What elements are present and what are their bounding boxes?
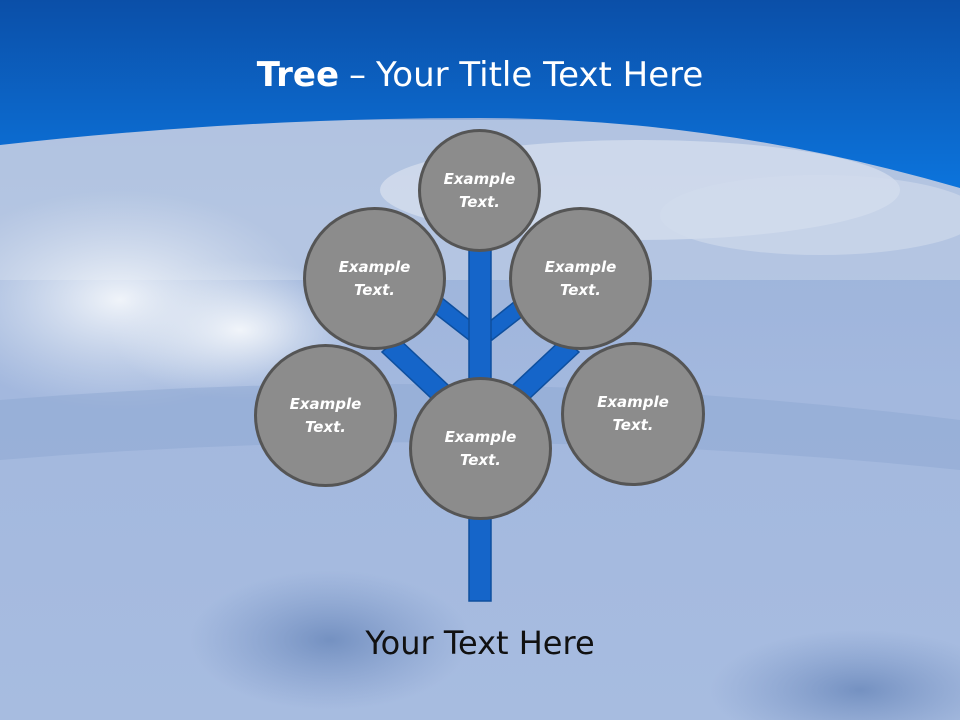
node-text-line2: Text.	[559, 280, 601, 299]
node-text-line1: Example	[289, 394, 362, 413]
tree-node-lower-right: Example Text.	[561, 342, 705, 486]
title-bold: Tree	[256, 55, 340, 95]
caption-text: Your Text Here	[365, 624, 595, 662]
slide-title: Tree–Your Title Text Here	[0, 52, 960, 98]
tree-node-upper-right: Example Text.	[509, 207, 652, 350]
node-text-line1: Example	[597, 393, 669, 411]
node-text-line1: Example	[338, 257, 411, 276]
cloud-shape	[660, 175, 960, 255]
node-text-line1: Example	[544, 257, 617, 276]
tree-node-top: Example Text.	[418, 129, 541, 252]
node-text-line2: Text.	[353, 280, 395, 299]
tree-node-center: Example Text.	[409, 377, 552, 520]
node-text-line2: Text.	[304, 417, 346, 436]
tree-node-lower-left: Example Text.	[254, 344, 397, 487]
title-text: Your Title Text Here	[376, 55, 704, 95]
title-separator: –	[349, 55, 367, 95]
node-text-line2: Text.	[612, 416, 654, 434]
node-text-line2: Text.	[459, 450, 501, 469]
header-banner	[0, 0, 960, 188]
shark-shadow	[190, 570, 470, 710]
tree-node-upper-left: Example Text.	[303, 207, 446, 350]
reef-shadow	[710, 630, 960, 720]
node-text-line1: Example	[443, 169, 516, 188]
node-text-line1: Example	[444, 427, 517, 446]
node-text-line2: Text.	[458, 192, 500, 211]
